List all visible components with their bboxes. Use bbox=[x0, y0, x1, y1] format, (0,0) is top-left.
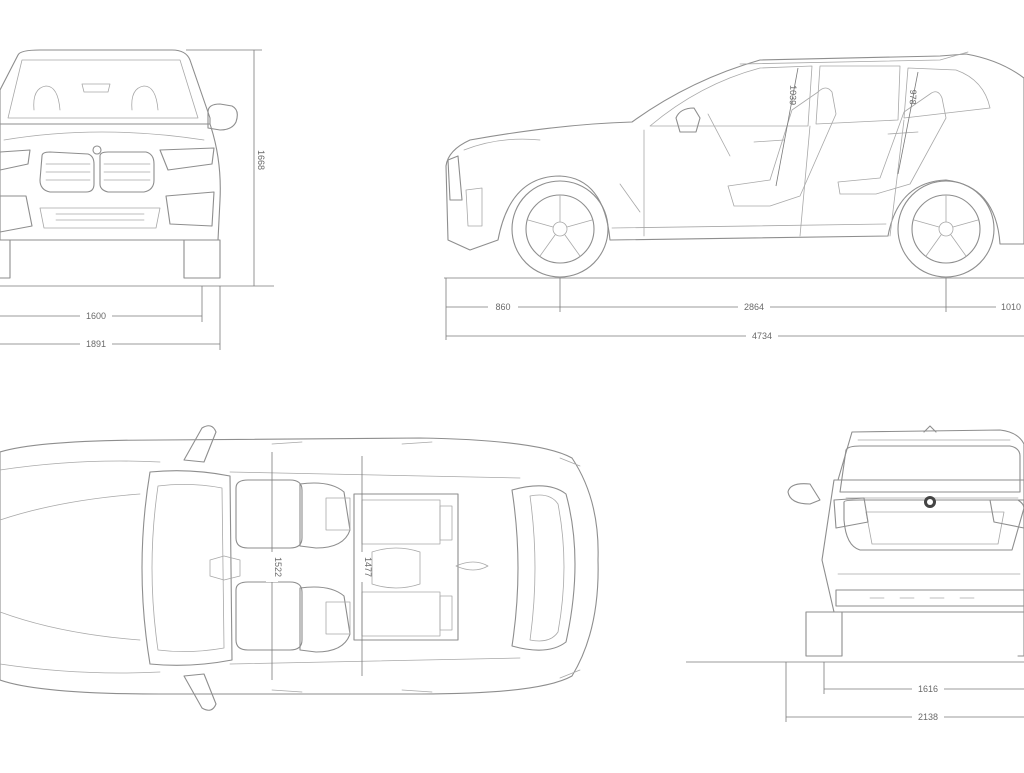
dim-rear-overhang: 1010 bbox=[1001, 302, 1021, 312]
rear-view: 1616 2138 bbox=[686, 425, 1024, 723]
dim-wheelbase: 2864 bbox=[744, 302, 764, 312]
dim-front-height: 1668 bbox=[256, 150, 266, 170]
rear-wheel bbox=[897, 180, 995, 278]
front-view: 1668 1600 1891 bbox=[0, 49, 274, 350]
dim-front-headroom: 1039 bbox=[788, 85, 799, 105]
dim-rear-headroom: 978 bbox=[908, 89, 919, 104]
rear-seats bbox=[353, 493, 489, 641]
dim-front-width: 1891 bbox=[86, 339, 106, 349]
front-seats bbox=[235, 479, 351, 653]
dim-front-shoulder-width: 1522 bbox=[273, 557, 283, 577]
dim-overall-length: 4734 bbox=[752, 331, 772, 341]
dim-rear-track: 1616 bbox=[918, 684, 938, 694]
side-view: 1039 978 860 2864 bbox=[444, 51, 1024, 342]
top-view: 1522 1477 bbox=[0, 425, 599, 711]
dim-front-track: 1600 bbox=[86, 311, 106, 321]
dim-front-overhang: 860 bbox=[495, 302, 510, 312]
front-wheel bbox=[511, 180, 609, 278]
dim-width-with-mirrors: 2138 bbox=[918, 712, 938, 722]
dim-rear-shoulder-width: 1477 bbox=[363, 557, 373, 577]
